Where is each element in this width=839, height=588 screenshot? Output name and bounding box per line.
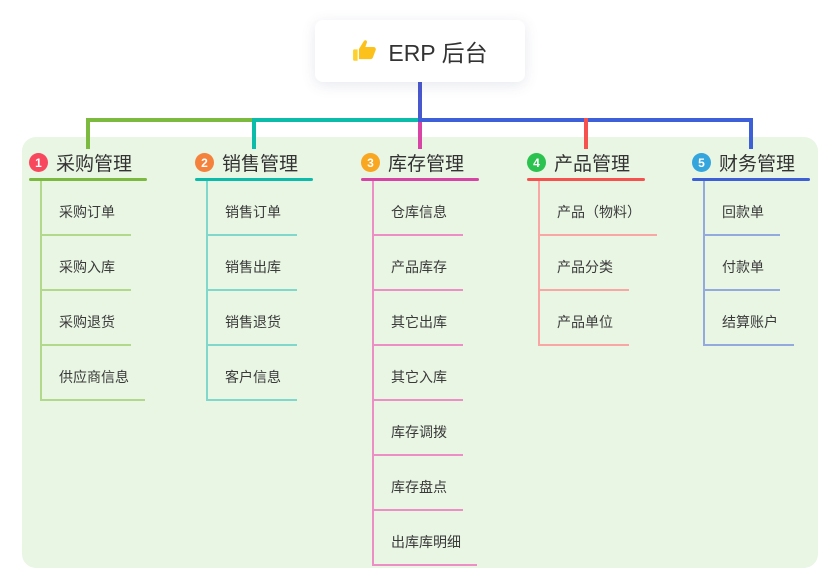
connector-root-vertical (418, 82, 422, 122)
branch-finance: 5 财务管理 回款单 付款单 结算账户 (692, 149, 810, 346)
child-node[interactable]: 产品库存 (372, 257, 463, 291)
root-node[interactable]: ERP 后台 (315, 20, 525, 82)
branch-badge: 4 (527, 153, 546, 172)
child-node[interactable]: 采购入库 (40, 257, 131, 291)
branch-trunk-line (703, 181, 705, 346)
connector-drop-3 (418, 122, 422, 149)
child-node[interactable]: 客户信息 (206, 367, 297, 401)
branch-trunk-line (206, 181, 208, 401)
branch-node[interactable]: 3 库存管理 (361, 149, 479, 176)
branch-trunk-line (372, 181, 374, 566)
branch-underline (361, 178, 479, 181)
branch-trunk-line (40, 181, 42, 401)
child-node[interactable]: 库存调拨 (372, 422, 463, 456)
child-node[interactable]: 产品分类 (538, 257, 629, 291)
connector-horizontal-mid (252, 118, 420, 122)
connector-drop-2 (252, 118, 256, 149)
child-node[interactable]: 产品（物料） (538, 202, 657, 236)
child-node[interactable]: 采购订单 (40, 202, 131, 236)
child-node[interactable]: 出库库明细 (372, 532, 477, 566)
branch-label: 销售管理 (222, 154, 299, 175)
child-node[interactable]: 供应商信息 (40, 367, 145, 401)
child-node[interactable]: 付款单 (703, 257, 780, 291)
branch-underline (29, 178, 147, 181)
branch-children: 产品（物料） 产品分类 产品单位 (527, 181, 657, 346)
branch-node[interactable]: 2 销售管理 (195, 149, 313, 176)
child-node[interactable]: 销售出库 (206, 257, 297, 291)
child-node[interactable]: 仓库信息 (372, 202, 463, 236)
child-node[interactable]: 回款单 (703, 202, 780, 236)
branch-label: 财务管理 (719, 154, 796, 175)
branches-panel (22, 137, 818, 568)
branch-label: 产品管理 (554, 154, 631, 175)
branch-node[interactable]: 5 财务管理 (692, 149, 810, 176)
child-node[interactable]: 其它出库 (372, 312, 463, 346)
branch-children: 销售订单 销售出库 销售退货 客户信息 (195, 181, 313, 401)
branch-trunk-line (538, 181, 540, 346)
connector-drop-5 (749, 118, 753, 149)
branch-label: 库存管理 (388, 154, 465, 175)
branch-underline (527, 178, 645, 181)
child-node[interactable]: 销售订单 (206, 202, 297, 236)
branch-badge: 2 (195, 153, 214, 172)
branch-badge: 5 (692, 153, 711, 172)
connector-horizontal-left (86, 118, 254, 122)
branch-badge: 1 (29, 153, 48, 172)
branch-children: 采购订单 采购入库 采购退货 供应商信息 (29, 181, 147, 401)
connector-drop-1 (86, 118, 90, 149)
branch-sales: 2 销售管理 销售订单 销售出库 销售退货 客户信息 (195, 149, 313, 401)
branch-label: 采购管理 (56, 154, 133, 175)
child-node[interactable]: 采购退货 (40, 312, 131, 346)
child-node[interactable]: 销售退货 (206, 312, 297, 346)
child-node[interactable]: 其它入库 (372, 367, 463, 401)
branch-inventory: 3 库存管理 仓库信息 产品库存 其它出库 其它入库 库存调拨 库存盘点 出库库… (361, 149, 479, 566)
branch-node[interactable]: 4 产品管理 (527, 149, 645, 176)
child-node[interactable]: 库存盘点 (372, 477, 463, 511)
branch-underline (692, 178, 810, 181)
branch-underline (195, 178, 313, 181)
branch-node[interactable]: 1 采购管理 (29, 149, 147, 176)
branch-purchase: 1 采购管理 采购订单 采购入库 采购退货 供应商信息 (29, 149, 147, 401)
connector-drop-4 (584, 118, 588, 149)
branch-children: 回款单 付款单 结算账户 (692, 181, 810, 346)
thumbs-up-icon (352, 38, 378, 64)
branch-children: 仓库信息 产品库存 其它出库 其它入库 库存调拨 库存盘点 出库库明细 (361, 181, 479, 566)
root-label: ERP 后台 (388, 40, 488, 66)
branch-product: 4 产品管理 产品（物料） 产品分类 产品单位 (527, 149, 657, 346)
child-node[interactable]: 产品单位 (538, 312, 629, 346)
branch-badge: 3 (361, 153, 380, 172)
child-node[interactable]: 结算账户 (703, 312, 794, 346)
